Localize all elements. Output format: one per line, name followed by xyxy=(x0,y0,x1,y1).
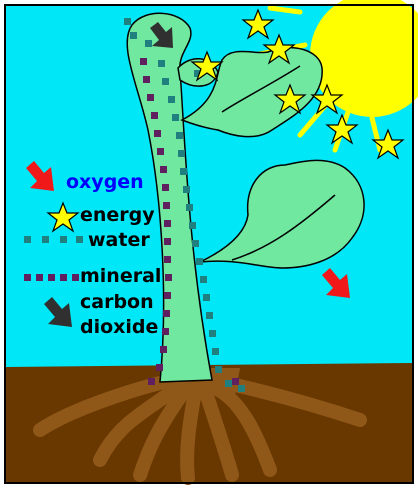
legend-energy: energy xyxy=(80,204,155,226)
legend-carbon-line1: carbon xyxy=(80,291,154,313)
legend-mineral: mineral xyxy=(80,265,161,287)
legend-oxygen: oxygen xyxy=(66,171,144,193)
legend-water: water xyxy=(88,229,150,251)
legend-carbon-line2: dioxide xyxy=(80,316,158,338)
